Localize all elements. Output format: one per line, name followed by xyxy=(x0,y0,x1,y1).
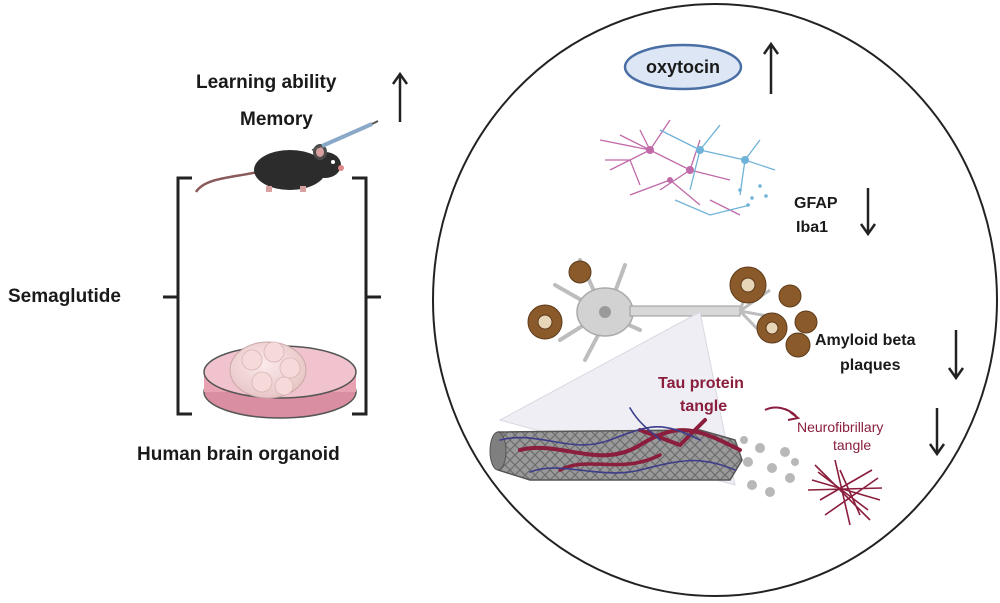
neurofibrillary-label-line2: tangle xyxy=(833,437,872,453)
neuron-illustration xyxy=(553,258,779,362)
learning-ability-label: Learning ability xyxy=(196,72,337,93)
increase-arrow-oxytocin xyxy=(762,41,780,94)
tau-curve-arrowhead xyxy=(787,411,801,421)
treatment-bracket xyxy=(163,176,381,416)
tau-label-line1: Tau protein xyxy=(658,375,744,392)
semaglutide-label: Semaglutide xyxy=(8,286,121,307)
decrease-arrow-amyloid xyxy=(947,330,965,381)
decrease-arrow-glia xyxy=(859,188,877,237)
gfap-label: GFAP xyxy=(794,195,838,212)
tau-protein-strands xyxy=(499,407,742,474)
tau-release-particles xyxy=(740,436,799,497)
iba1-label: Iba1 xyxy=(796,219,829,236)
mouse-illustration xyxy=(194,144,344,193)
increase-arrow-learning xyxy=(391,71,409,122)
amyloid-label-line2: plaques xyxy=(840,357,901,374)
mechanism-circle xyxy=(432,3,998,597)
neurofibrillary-label-line1: Neurofibrillary xyxy=(797,419,884,435)
organoid-dish xyxy=(203,341,357,419)
tau-label-line2: tangle xyxy=(680,398,728,415)
amyloid-label-line1: Amyloid beta xyxy=(815,332,916,349)
neurofibrillary-tangle-icon xyxy=(807,459,883,526)
amyloid-plaques xyxy=(527,260,818,358)
oxytocin-label: oxytocin xyxy=(645,57,721,77)
decrease-arrow-tau xyxy=(928,408,946,457)
memory-label: Memory xyxy=(240,109,313,130)
syringe-icon xyxy=(311,120,379,151)
oxytocin-badge xyxy=(623,43,743,91)
glial-cells-illustration xyxy=(599,119,776,216)
organoid-label: Human brain organoid xyxy=(137,444,340,465)
